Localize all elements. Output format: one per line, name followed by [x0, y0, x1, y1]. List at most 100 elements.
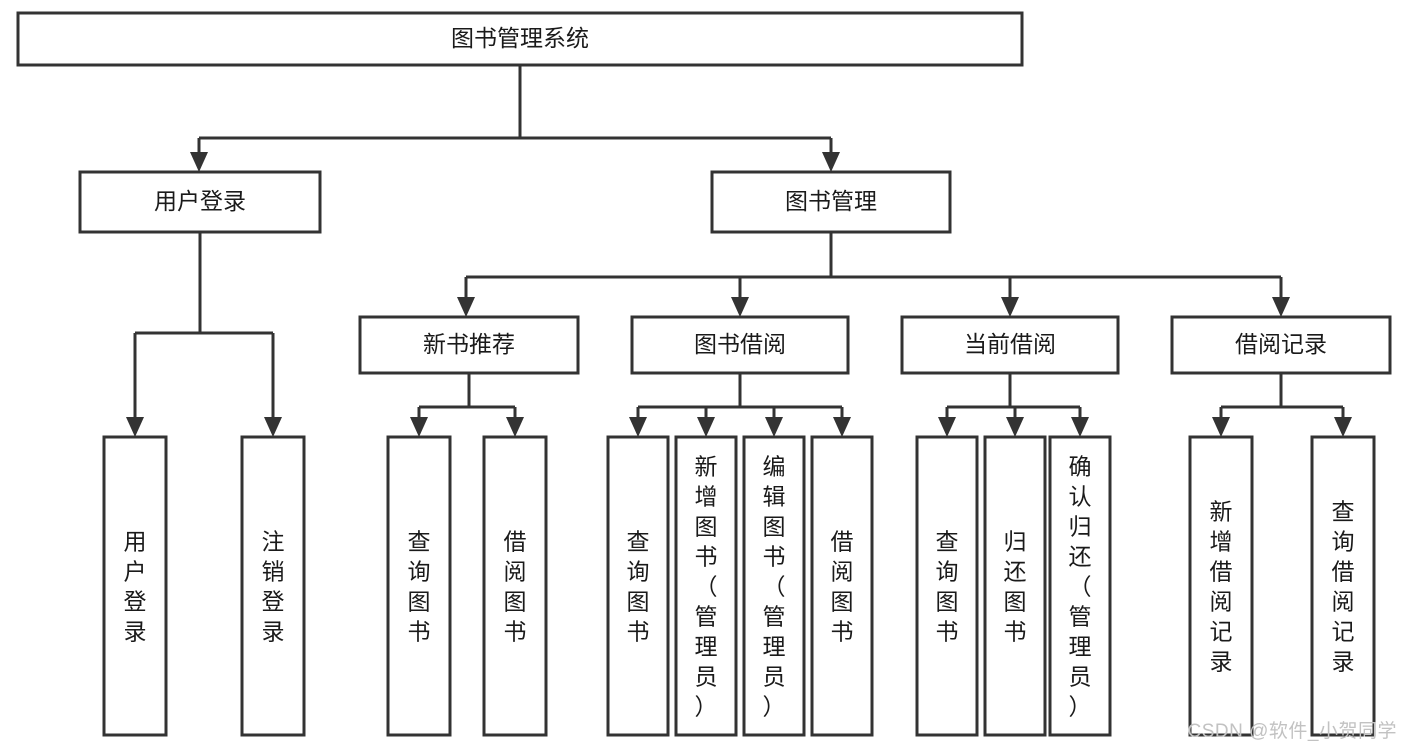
csdn-watermark: CSDN @软件_小贺同学 [1187, 721, 1397, 742]
node-label-char: 书 [695, 543, 718, 569]
connector-bus-book-manage [466, 232, 1281, 279]
node-box-root[interactable] [16, 11, 1024, 67]
node-label-char: 还 [1004, 558, 1027, 584]
node-label: 查询图书 [627, 528, 650, 644]
node-leaf-query-book-1[interactable]: 查询图书 [386, 435, 452, 737]
node-leaf-query-book-2[interactable]: 查询图书 [606, 435, 670, 737]
node-user-login[interactable]: 用户登录 [78, 170, 322, 234]
arrow-to-leaf-query-book-3 [938, 407, 956, 437]
node-label-char: 用 [124, 528, 147, 554]
connector-layer [135, 65, 1343, 409]
node-label-char: 辑 [763, 483, 786, 509]
node-label-char: 新 [1210, 498, 1233, 524]
arrow-head [765, 417, 783, 437]
node-leaf-query-record[interactable]: 查询借阅记录 [1310, 435, 1376, 737]
node-leaf-borrow-book-2[interactable]: 借阅图书 [810, 435, 874, 737]
arrow-head [190, 152, 208, 172]
node-box-leaf[interactable] [1048, 435, 1112, 737]
node-leaf-add-record[interactable]: 新增借阅记录 [1188, 435, 1254, 737]
node-leaf-add-book[interactable]: 新增图书（管理员） [674, 435, 738, 737]
node-label: 借阅图书 [504, 528, 527, 644]
node-label: 用户登录 [124, 528, 147, 644]
node-leaf-confirm-return[interactable]: 确认归还（管理员） [1048, 435, 1112, 737]
node-box-leaf[interactable] [1310, 435, 1376, 737]
connector-bus-new-book-rec [419, 373, 515, 409]
node-leaf-query-book-3[interactable]: 查询图书 [915, 435, 979, 737]
node-label: 编辑图书（管理员） [763, 453, 786, 719]
node-label-char: 记 [1210, 618, 1233, 644]
node-box-level3[interactable] [900, 315, 1120, 375]
arrow-to-leaf-return-book [1006, 407, 1024, 437]
node-box-level3[interactable] [630, 315, 850, 375]
arrow-head [938, 417, 956, 437]
node-box-level3[interactable] [1170, 315, 1392, 375]
node-label-char: 书 [504, 618, 527, 644]
arrow-head [629, 417, 647, 437]
node-label-char: 注 [262, 528, 285, 554]
node-label-char: 员 [695, 663, 718, 689]
arrow-to-leaf-add-book [697, 407, 715, 437]
node-box-leaf[interactable] [810, 435, 874, 737]
arrow-head [822, 152, 840, 172]
node-box-leaf[interactable] [983, 435, 1047, 737]
node-label-char: 借 [831, 528, 854, 554]
node-label-char: 录 [262, 618, 285, 644]
node-book-borrow[interactable]: 图书借阅 [630, 315, 850, 375]
node-leaf-edit-book[interactable]: 编辑图书（管理员） [742, 435, 806, 737]
node-box-leaf[interactable] [102, 435, 168, 737]
node-label-char: 登 [262, 588, 285, 614]
arrow-to-user-login [190, 138, 208, 172]
node-label-char: 书 [627, 618, 650, 644]
connector-bus-borrow-record [1221, 373, 1343, 409]
node-leaf-return-book[interactable]: 归还图书 [983, 435, 1047, 737]
node-box-leaf[interactable] [482, 435, 548, 737]
node-box-leaf[interactable] [1188, 435, 1254, 737]
node-box-leaf[interactable] [742, 435, 806, 737]
node-label: 借阅记录 [1235, 331, 1327, 357]
node-label-char: 阅 [1332, 588, 1355, 614]
node-label-char: 询 [408, 558, 431, 584]
node-label-char: 编 [763, 453, 786, 479]
node-box-level2[interactable] [78, 170, 322, 234]
arrow-head [731, 297, 749, 317]
arrow-to-current-borrow [1001, 277, 1019, 317]
node-root[interactable]: 图书管理系统 [16, 11, 1024, 67]
node-label-char: 录 [1332, 648, 1355, 674]
node-box-leaf[interactable] [915, 435, 979, 737]
node-leaf-logout[interactable]: 注销登录 [240, 435, 306, 737]
node-box-leaf[interactable] [674, 435, 738, 737]
arrow-to-leaf-borrow-book-1 [506, 407, 524, 437]
node-label-char: ） [763, 693, 786, 719]
node-label: 当前借阅 [964, 331, 1056, 357]
node-leaf-borrow-book-1[interactable]: 借阅图书 [482, 435, 548, 737]
node-label-char: 阅 [1210, 588, 1233, 614]
arrow-head [1272, 297, 1290, 317]
node-label-char: 户 [124, 558, 147, 584]
arrow-head [1001, 297, 1019, 317]
node-label-char: 图 [763, 513, 786, 539]
node-label-char: 借 [1332, 558, 1355, 584]
node-box-level3[interactable] [358, 315, 580, 375]
arrow-head [410, 417, 428, 437]
node-label-char: 图 [831, 588, 854, 614]
node-label-char: 新 [695, 453, 718, 479]
node-new-book-rec[interactable]: 新书推荐 [358, 315, 580, 375]
node-box-leaf[interactable] [386, 435, 452, 737]
node-box-leaf[interactable] [606, 435, 670, 737]
arrow-head [1071, 417, 1089, 437]
connector-bus-current-borrow [947, 373, 1080, 409]
node-borrow-record[interactable]: 借阅记录 [1170, 315, 1392, 375]
node-box-level2[interactable] [710, 170, 952, 234]
node-label-char: 增 [1210, 528, 1233, 554]
node-current-borrow[interactable]: 当前借阅 [900, 315, 1120, 375]
arrow-to-leaf-query-book-1 [410, 407, 428, 437]
node-leaf-user-login[interactable]: 用户登录 [102, 435, 168, 737]
node-label-char: 阅 [831, 558, 854, 584]
arrow-head [1334, 417, 1352, 437]
node-book-manage[interactable]: 图书管理 [710, 170, 952, 234]
node-label-char: 录 [124, 618, 147, 644]
arrow-to-book-manage [822, 138, 840, 172]
node-box-leaf[interactable] [240, 435, 306, 737]
arrow-to-book-borrow [731, 277, 749, 317]
node-label-char: 书 [1004, 618, 1027, 644]
